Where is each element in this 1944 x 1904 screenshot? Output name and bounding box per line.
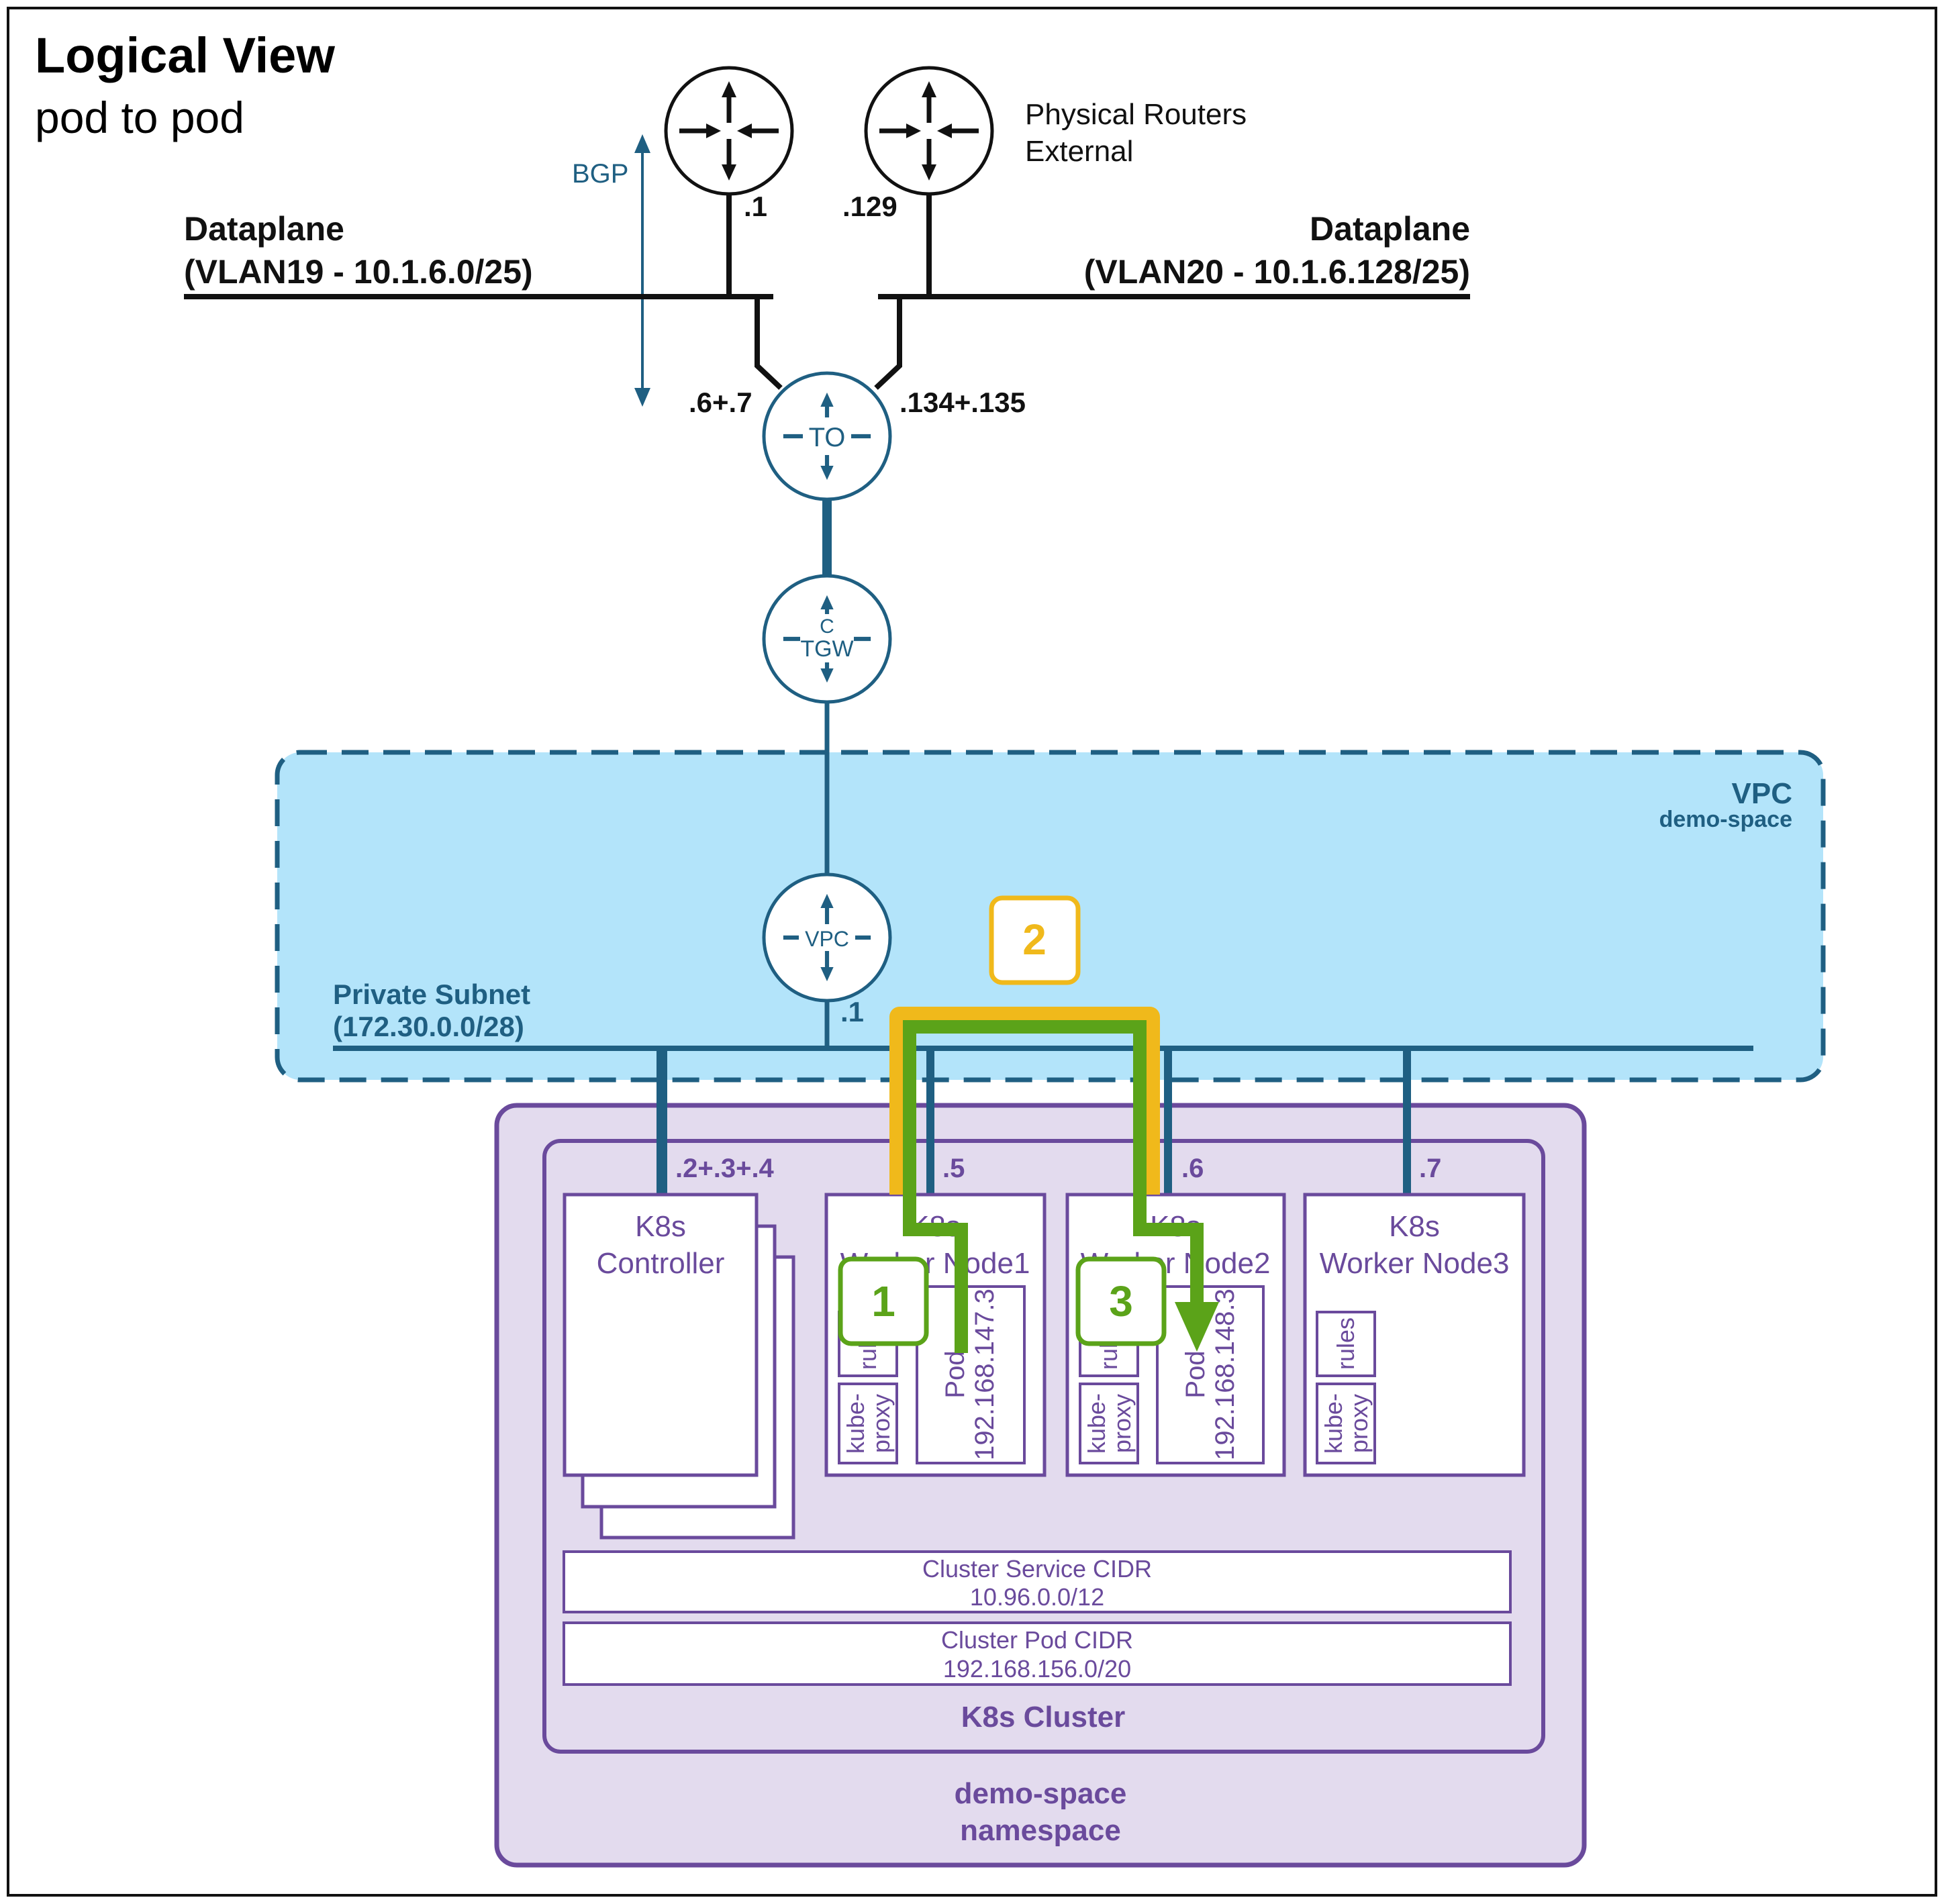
router-right-ip: .129 [842,191,897,222]
physical-router-left [664,66,794,196]
controller-label-line2: Controller [597,1247,725,1280]
k8s-controller-stack [563,1193,795,1540]
worker3-rules-box [1316,1311,1376,1377]
tgw-label-top: C [820,615,834,638]
worker3-proxy-line1: kube- [1320,1393,1347,1454]
t0-router [762,371,892,501]
step-badge-2 [989,895,1081,985]
namespace-label-line1: demo-space [955,1777,1127,1810]
worker3-proxy-line2: proxy [1345,1394,1373,1453]
traffic-path-outline [889,1007,1160,1195]
physical-router-right [864,66,994,196]
tgw-label-bottom: TGW [800,636,853,662]
worker3-label-line2: Worker Node3 [1320,1247,1510,1280]
worker1-proxy-line2: proxy [867,1394,895,1453]
t0-ip-left: .6+.7 [689,387,752,418]
cluster-service-cidr-value: 10.96.0.0/12 [970,1583,1104,1611]
controller-label-line1: K8s [635,1210,686,1243]
namespace-label-line2: namespace [960,1814,1121,1847]
vpc-router-ip: .1 [840,996,864,1028]
worker1-proxy-box [838,1383,898,1464]
worker1-pod-ip: 192.168.147.3 [970,1289,1000,1460]
worker2-proxy-line2: proxy [1108,1394,1136,1453]
worker2-proxy-line1: kube- [1083,1393,1110,1454]
t0-uplink-right [874,297,902,390]
bgp-arrow [634,134,650,407]
worker2-proxy-box [1079,1383,1139,1464]
step-badge-1 [838,1256,929,1346]
worker2-pod-label: Pod [1181,1350,1210,1398]
cluster-pod-cidr-title: Cluster Pod CIDR [941,1626,1133,1654]
worker2-pod-box [1156,1285,1265,1464]
worker3-rules-label: rules [1332,1317,1359,1370]
worker2-ip: .6 [1181,1154,1204,1183]
worker3-label-line1: K8s [1389,1210,1440,1243]
worker1-proxy-line1: kube- [842,1393,869,1454]
cluster-pod-cidr-box [563,1621,1512,1686]
router-left-ip: .1 [744,191,767,222]
page-subtitle: pod to pod [35,93,244,142]
traffic-path [903,1020,1204,1353]
cluster-service-cidr-box [563,1550,1512,1613]
tgw-router [762,574,892,704]
traffic-arrowhead [1175,1302,1219,1352]
worker1-ip: .5 [942,1154,965,1183]
step-3-label: 3 [1109,1277,1133,1325]
cluster-pod-cidr-value: 192.168.156.0/20 [943,1655,1131,1683]
vpc-router-label: VPC [805,927,849,951]
worker1-pod-label: Pod [940,1350,970,1398]
worker2-pod-ip: 192.168.148.3 [1210,1289,1240,1460]
step-2-label: 2 [1022,915,1047,964]
routers-label-line2: External [1025,135,1133,168]
worker3-proxy-box [1316,1383,1376,1464]
step-badge-3 [1075,1256,1167,1346]
dataplane-left-title: Dataplane [184,210,344,248]
vpc-subtitle: demo-space [1659,807,1792,832]
bgp-label: BGP [572,159,628,189]
worker1-pod-box [916,1285,1026,1464]
t0-uplink-left [755,297,783,390]
page-title: Logical View [35,28,335,83]
dataplane-right-title: Dataplane [1310,210,1470,248]
worker3-ip: .7 [1419,1154,1441,1183]
private-subnet-cidr: (172.30.0.0/28) [333,1011,524,1042]
k8s-cluster-label: K8s Cluster [961,1701,1126,1734]
cluster-service-cidr-title: Cluster Service CIDR [922,1555,1152,1583]
controller-ip: .2+.3+.4 [675,1154,775,1183]
dataplane-left-subnet: (VLAN19 - 10.1.6.0/25) [184,253,533,291]
vpc-title: VPC [1732,777,1792,810]
private-subnet-title: Private Subnet [333,979,530,1010]
step-1-label: 1 [871,1277,895,1325]
dataplane-right-subnet: (VLAN20 - 10.1.6.128/25) [1084,253,1470,291]
t0-label: TO [809,423,846,452]
routers-label-line1: Physical Routers [1025,98,1247,131]
t0-ip-right: .134+.135 [900,387,1026,418]
